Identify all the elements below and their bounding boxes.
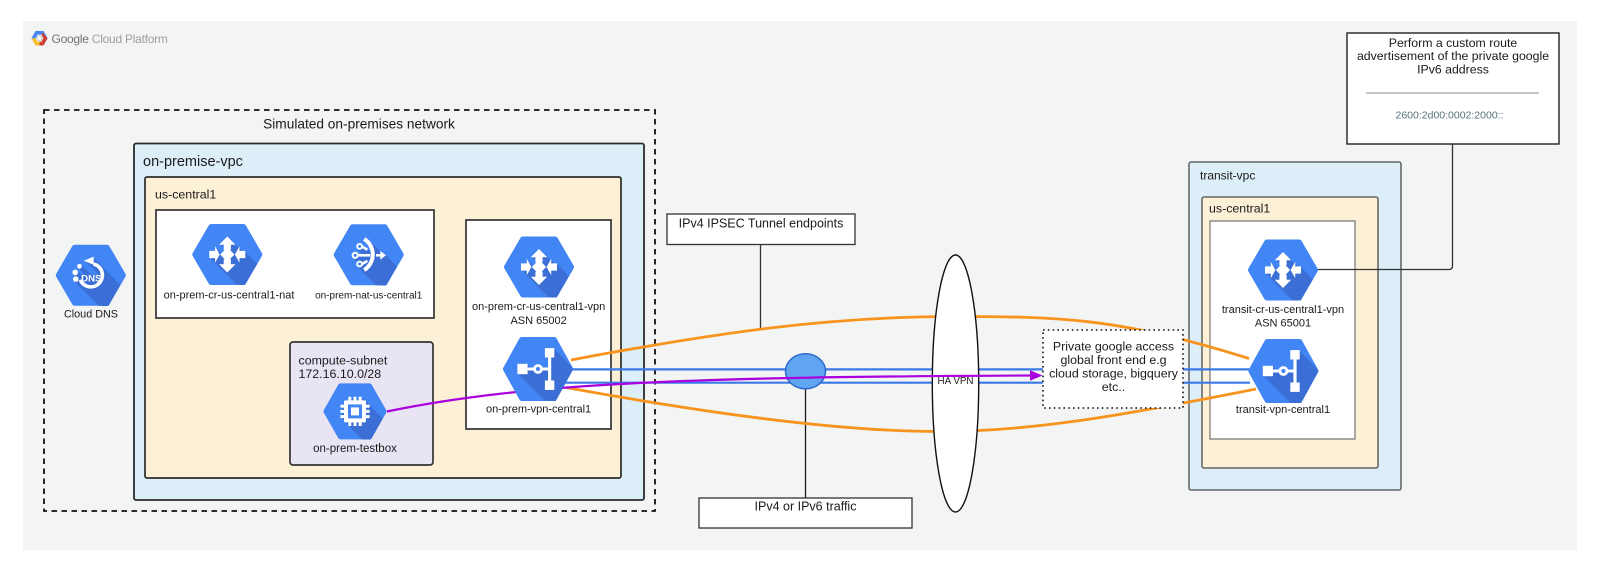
svg-text:us-central1: us-central1 <box>155 188 216 202</box>
svg-text:Perform a custom route: Perform a custom route <box>1389 36 1518 50</box>
svg-text:transit-vpn-central1: transit-vpn-central1 <box>1236 404 1330 416</box>
svg-text:transit-vpc: transit-vpc <box>1200 169 1255 183</box>
svg-text:on-prem-cr-us-central1-vpn: on-prem-cr-us-central1-vpn <box>472 301 605 313</box>
svg-text:cloud storage, bigquery: cloud storage, bigquery <box>1049 367 1179 381</box>
svg-text:on-prem-vpn-central1: on-prem-vpn-central1 <box>486 404 591 416</box>
svg-text:on-premise-vpc: on-premise-vpc <box>143 154 243 170</box>
svg-text:global front end e.g: global front end e.g <box>1060 353 1166 367</box>
svg-text:Private google access: Private google access <box>1053 340 1174 354</box>
svg-text:IPv4 or IPv6 traffic: IPv4 or IPv6 traffic <box>755 500 857 514</box>
svg-text:Google Cloud Platform: Google Cloud Platform <box>52 32 168 46</box>
svg-text:us-central1: us-central1 <box>1209 202 1270 216</box>
svg-text:2600:2d00:0002:2000::: 2600:2d00:0002:2000:: <box>1395 110 1503 122</box>
svg-text:compute-subnet: compute-subnet <box>299 354 388 368</box>
svg-text:IPv6 address: IPv6 address <box>1417 62 1489 76</box>
svg-text:HA VPN: HA VPN <box>938 376 974 387</box>
svg-text:etc..: etc.. <box>1102 380 1125 394</box>
svg-text:172.16.10.0/28: 172.16.10.0/28 <box>299 367 382 381</box>
svg-text:ASN 65002: ASN 65002 <box>510 315 566 327</box>
svg-text:Simulated on-premises network: Simulated on-premises network <box>263 117 455 132</box>
svg-text:on-prem-cr-us-central1-nat: on-prem-cr-us-central1-nat <box>164 290 295 302</box>
svg-text:Cloud DNS: Cloud DNS <box>64 309 118 321</box>
svg-text:ASN 65001: ASN 65001 <box>1255 318 1311 330</box>
svg-text:IPv4 IPSEC Tunnel endpoints: IPv4 IPSEC Tunnel endpoints <box>679 217 844 231</box>
svg-text:transit-cr-us-central1-vpn: transit-cr-us-central1-vpn <box>1222 304 1344 316</box>
svg-text:on-prem-nat-us-central1: on-prem-nat-us-central1 <box>315 291 423 302</box>
svg-text:on-prem-testbox: on-prem-testbox <box>313 443 397 455</box>
svg-text:advertisement of the private g: advertisement of the private google <box>1357 49 1549 63</box>
